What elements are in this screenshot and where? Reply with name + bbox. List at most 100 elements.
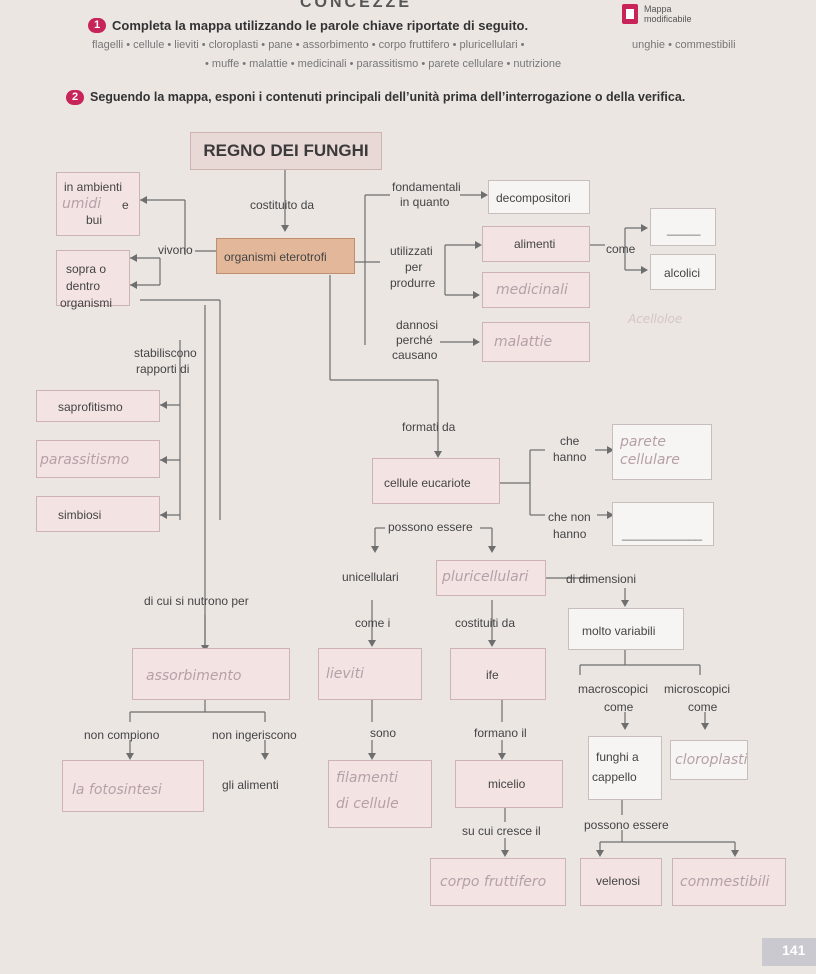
- exercise-2-instruction: Seguendo la mappa, esponi i contenuti pr…: [90, 90, 686, 104]
- medicinali-box[interactable]: [482, 272, 590, 308]
- cellule-eucariote: cellule eucariote: [384, 476, 471, 490]
- dannosi-line2: perché: [396, 333, 433, 347]
- habitat-box: [56, 172, 140, 236]
- exercise-1-keywords-line2: • muffe • malattie • medicinali • parass…: [205, 58, 562, 70]
- commestibili-box[interactable]: [672, 858, 786, 906]
- dannosi-line3: causano: [392, 348, 438, 362]
- filamenti-answer-line1: filamenti: [336, 770, 399, 786]
- velenosi-box: [580, 858, 662, 906]
- assorbimento-box[interactable]: [132, 648, 290, 700]
- filamenti-box[interactable]: [328, 760, 432, 828]
- medicinali-answer: medicinali: [496, 282, 568, 298]
- corpo-fruttifero-box[interactable]: [430, 858, 566, 906]
- sopra-box: [56, 250, 130, 306]
- malattie-answer: malattie: [494, 334, 553, 350]
- formano-il: formano il: [474, 726, 527, 740]
- alimenti: alimenti: [514, 237, 556, 251]
- fondamentali-line2: in quanto: [400, 195, 450, 209]
- micelio: micelio: [488, 777, 526, 791]
- molto-variabili: molto variabili: [582, 624, 656, 638]
- di-cui-si-nutrono-per: di cui si nutrono per: [144, 594, 249, 608]
- che-non-hanno-line2: hanno: [553, 527, 587, 541]
- possono-essere: possono essere: [388, 520, 473, 534]
- exercise-1-keywords-line1-tail: unghie • commestibili: [632, 39, 736, 51]
- lieviti-box[interactable]: [318, 648, 422, 700]
- funghi-a-line1: funghi a: [596, 750, 639, 764]
- micelio-box: [455, 760, 563, 808]
- assorbimento-answer: assorbimento: [146, 668, 242, 684]
- decompositori-box: [488, 180, 590, 214]
- organismi-eterotrofi-box: [216, 238, 355, 274]
- lieviti-answer: lieviti: [326, 666, 364, 682]
- stabiliscono-line1: stabiliscono: [134, 346, 197, 360]
- saprofitismo: saprofitismo: [58, 400, 123, 414]
- organismi-eterotrofi: organismi eterotrofi: [224, 250, 327, 264]
- parassitismo-answer: parassitismo: [40, 452, 130, 468]
- non-compiono: non compiono: [84, 728, 160, 742]
- cloroplasti-answer: cloroplasti: [675, 752, 748, 768]
- commestibili-answer: commestibili: [680, 874, 770, 890]
- exercise-2-number: 2: [66, 90, 84, 105]
- formati-da: formati da: [402, 420, 456, 434]
- velenosi: velenosi: [596, 874, 641, 888]
- simbiosi-box: [36, 496, 160, 532]
- sono: sono: [370, 726, 397, 740]
- label-vivono: vivono: [158, 243, 193, 257]
- blank-line: _____: [667, 222, 701, 236]
- malattie-box[interactable]: [482, 322, 590, 362]
- unicellulari: unicellulari: [342, 570, 399, 584]
- blank-box-pane[interactable]: [650, 208, 716, 246]
- come-micro: come: [688, 700, 718, 714]
- stabiliscono-line2: rapporti di: [136, 362, 190, 376]
- ife-box: [450, 648, 546, 700]
- pluricellulari-answer: pluricellulari: [442, 569, 529, 585]
- ife: ife: [486, 668, 499, 682]
- fotosintesi-box[interactable]: [62, 760, 204, 812]
- cellule-eucariote-box: [372, 458, 500, 504]
- badge-label: Mappa modificabile: [644, 4, 692, 24]
- parassitismo-box[interactable]: [36, 440, 160, 478]
- su-cui-cresce-il: su cui cresce il: [462, 824, 541, 838]
- decompositori: decompositori: [496, 191, 571, 205]
- come-i: come i: [355, 616, 391, 630]
- utilizzati-line1: utilizzati: [390, 244, 433, 258]
- cloroplasti-box[interactable]: [670, 740, 748, 780]
- habitat-answer[interactable]: umidi: [62, 196, 102, 212]
- microscopici: microscopici: [664, 682, 731, 696]
- blank-box-flagelli[interactable]: [612, 502, 714, 546]
- parete-answer-line1: parete: [620, 434, 666, 450]
- saprofitismo-box: [36, 390, 160, 422]
- label-costituito-da: costituito da: [250, 198, 315, 212]
- parete-answer-line2: cellulare: [620, 452, 680, 468]
- page-number: 141: [782, 942, 806, 958]
- editable-map-badge[interactable]: Mappa modificabile: [622, 2, 700, 28]
- exercise-1-number: 1: [88, 18, 106, 33]
- molto-variabili-box: [568, 608, 684, 650]
- come-macro: come: [604, 700, 634, 714]
- blank-line: ____________: [622, 527, 703, 541]
- label-come: come: [606, 242, 636, 256]
- habitat-line3: bui: [86, 213, 103, 227]
- header-title: CONCEZZE: [300, 0, 412, 11]
- faded-bleed-text: Acelloloe: [628, 312, 683, 326]
- alimenti-box: [482, 226, 590, 262]
- sopra-line1: sopra o: [66, 262, 107, 276]
- sopra-line2: dentro: [66, 279, 101, 293]
- che-hanno-line2: hanno: [553, 450, 587, 464]
- exercise-1-instruction: Completa la mappa utilizzando le parole …: [112, 18, 529, 33]
- map-title: REGNO DEI FUNGHI: [190, 132, 382, 170]
- funghi-a-cappello-box: [588, 736, 662, 800]
- parete-cellulare-box[interactable]: [612, 424, 712, 480]
- alcolici: alcolici: [664, 266, 701, 280]
- habitat-line1: in ambienti: [64, 180, 123, 194]
- non-ingeriscono: non ingeriscono: [212, 728, 297, 742]
- utilizzati-line3: produrre: [390, 276, 436, 290]
- pluricellulari-box[interactable]: [436, 560, 546, 596]
- utilizzati-line2: per: [405, 260, 423, 274]
- che-non-hanno-line1: che non: [548, 510, 591, 524]
- che-hanno-line1: che: [560, 434, 580, 448]
- filamenti-answer-line2: di cellule: [336, 796, 399, 812]
- costituiti-da: costituiti da: [455, 616, 516, 630]
- map-icon: [622, 4, 638, 24]
